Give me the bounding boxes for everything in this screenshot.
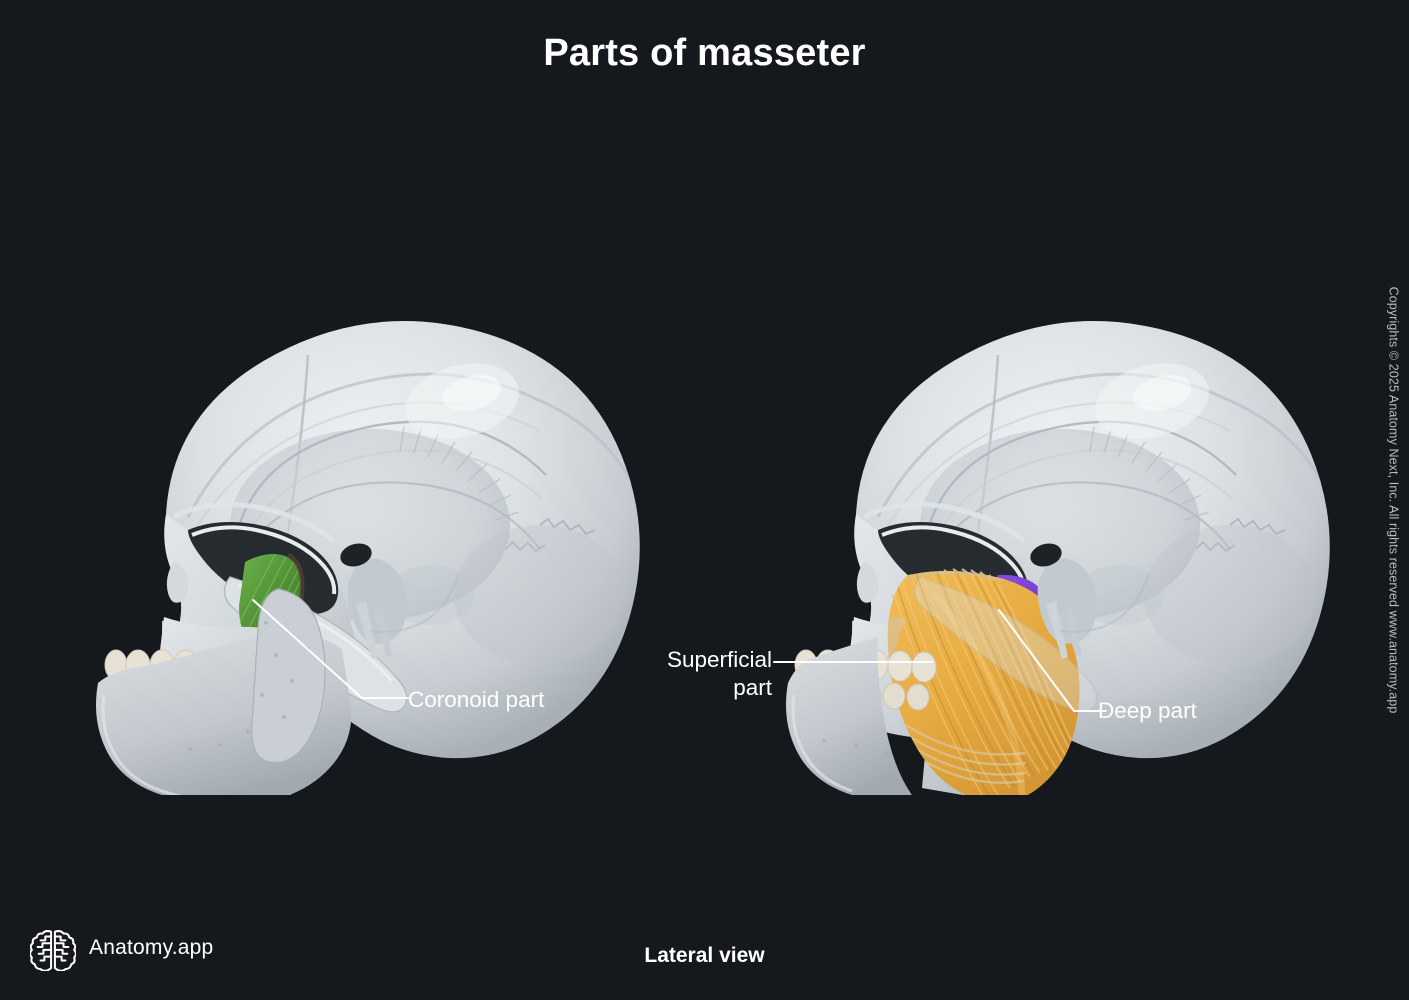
deep-leader-line	[998, 609, 1107, 712]
page-title: Parts of masseter	[543, 32, 866, 74]
label-coronoid-part: Coronoid part	[408, 687, 545, 712]
copyright-notice: Copyrights © 2025 Anatomy Next, Inc. All…	[1376, 0, 1409, 1000]
label-superficial-part: Superficial part	[666, 647, 772, 700]
logo-text: Anatomy.app	[89, 936, 214, 959]
mandible	[786, 637, 912, 795]
styloid-process	[356, 601, 378, 659]
left-skull-figure	[96, 321, 640, 795]
anatomy-app-logo[interactable]: Anatomy.app	[30, 925, 213, 971]
view-caption: Lateral view	[644, 944, 765, 967]
acoustic-meatus	[1030, 543, 1062, 567]
superficial-part-highlight	[887, 568, 1080, 795]
coronoid-leader-line	[252, 599, 409, 699]
copyright-text: Copyrights © 2025 Anatomy Next, Inc. All…	[1386, 286, 1401, 714]
label-deep-part: Deep part	[1098, 698, 1197, 723]
nasal-aperture	[856, 561, 879, 603]
acoustic-meatus	[340, 543, 372, 567]
mandibular-ramus	[251, 588, 326, 764]
superficial-leader-line	[773, 661, 933, 663]
styloid-process	[1046, 601, 1068, 659]
nasal-aperture	[166, 561, 189, 603]
right-skull-figure	[786, 321, 1330, 795]
brain-icon	[30, 930, 76, 971]
